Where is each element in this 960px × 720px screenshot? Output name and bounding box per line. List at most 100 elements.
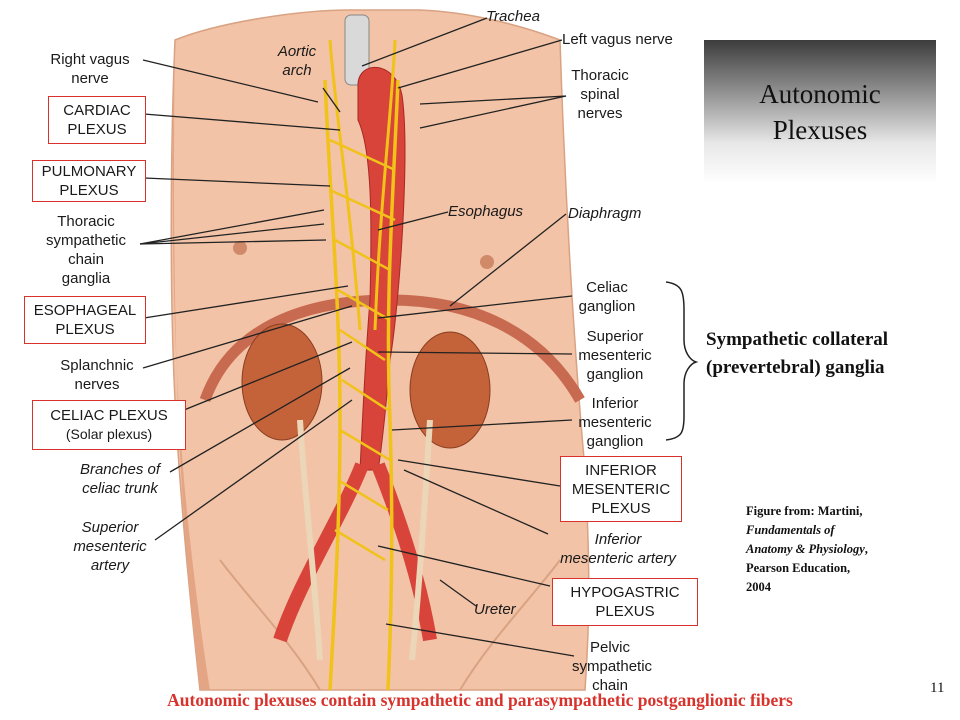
trachea-shape	[344, 14, 370, 86]
label-line: mesenteric	[578, 414, 652, 431]
box-esophageal-plexus: ESOPHAGEAL PLEXUS	[24, 296, 146, 344]
label-branches-celiac-trunk: Branches of celiac trunk	[70, 460, 170, 498]
label-line: Branches of	[79, 461, 161, 478]
citation-book-title: Fundamentals of	[746, 523, 835, 537]
footer-caption: Autonomic plexuses contain sympathetic a…	[167, 690, 793, 710]
label-line: Superior	[81, 519, 139, 536]
vagus-left-nerve	[328, 39, 362, 331]
label-line: mesenteric	[73, 538, 147, 555]
kidney-right	[409, 331, 491, 449]
label-line: PLEXUS	[591, 499, 651, 517]
box-pulmonary-plexus: PULMONARY PLEXUS	[32, 160, 146, 202]
label-diaphragm: Diaphragm	[568, 205, 642, 222]
citation-line: 2004	[746, 580, 771, 594]
label-line: ganglion	[586, 366, 644, 383]
label-line: chain	[592, 677, 628, 694]
box-celiac-plexus: CELIAC PLEXUS (Solar plexus)	[32, 400, 186, 450]
label-line: Aortic	[277, 43, 317, 60]
label-splanchnic-nerves: Splanchnic nerves	[52, 356, 142, 394]
label-line: (Solar plexus)	[65, 426, 153, 442]
label-line: sympathetic	[45, 232, 127, 249]
ureter-left	[297, 419, 323, 661]
sympathetic-chain-right	[386, 79, 400, 691]
label-line: CELIAC PLEXUS	[50, 407, 168, 424]
slide-title-line-1: Autonomic	[759, 79, 881, 109]
label-line: mesenteric artery	[560, 550, 676, 567]
label-line: Inferior	[591, 395, 639, 412]
figure-citation: Figure from: Martini, Fundamentals of An…	[746, 502, 936, 597]
label-line: PULMONARY	[41, 163, 137, 180]
pelvis-crease-left	[219, 559, 321, 691]
leader-lines	[139, 17, 575, 657]
citation-line: Pearson Education,	[746, 561, 851, 575]
sympathetic-chain-left	[323, 79, 342, 691]
label-superior-mesenteric-ganglion: Superior mesenteric ganglion	[570, 327, 660, 384]
collateral-ganglia-note: Sympathetic collateral (prevertebral) ga…	[706, 326, 956, 382]
nerve-web	[329, 138, 396, 562]
box-inferior-mesenteric-plexus: INFERIOR MESENTERIC PLEXUS	[560, 456, 682, 522]
label-esophagus: Esophagus	[448, 203, 524, 220]
label-trachea: Trachea	[486, 8, 540, 25]
label-inferior-mesenteric-artery: Inferior mesenteric artery	[548, 530, 688, 568]
label-line: Pelvic	[589, 639, 630, 656]
note-line: Sympathetic collateral	[706, 329, 889, 350]
label-line: mesenteric	[578, 347, 652, 364]
citation-line: Figure from: Martini,	[746, 504, 863, 518]
label-aortic-arch: Aortic arch	[270, 42, 324, 80]
label-thoracic-sympathetic-chain: Thoracic sympathetic chain ganglia	[36, 212, 136, 288]
box-cardiac-plexus: CARDIAC PLEXUS	[48, 96, 146, 144]
iliac-left	[273, 462, 369, 643]
label-line: artery	[90, 557, 130, 574]
label-line: Thoracic	[571, 67, 629, 84]
label-line: celiac trunk	[82, 480, 158, 497]
slide-title-box: Autonomic Plexuses	[704, 40, 936, 184]
label-line: PLEXUS	[59, 182, 119, 199]
label-line: sympathetic	[572, 658, 653, 675]
label-line: MESENTERIC	[571, 480, 671, 498]
label-inferior-mesenteric-ganglion: Inferior mesenteric ganglion	[570, 394, 660, 451]
label-line: PLEXUS	[55, 321, 115, 338]
label-line: Splanchnic	[60, 357, 134, 374]
nipple-left	[233, 241, 247, 255]
label-line: INFERIOR	[585, 461, 657, 479]
pelvis-crease-right	[459, 559, 561, 691]
citation-line: Anatomy & Physiology,	[746, 540, 936, 559]
label-right-vagus-nerve: Right vagus nerve	[40, 50, 140, 88]
note-line: (prevertebral) ganglia	[706, 357, 885, 378]
label-line: ganglion	[578, 298, 636, 315]
label-celiac-ganglion: Celiac ganglion	[572, 278, 642, 316]
label-line: CARDIAC	[63, 102, 131, 119]
kidney-left	[241, 323, 323, 441]
label-left-vagus-nerve: Left vagus nerve	[562, 31, 673, 48]
box-hypogastric-plexus: HYPOGASTRIC PLEXUS	[552, 578, 698, 626]
label-line: ESOPHAGEAL	[33, 302, 137, 319]
torso-shadow	[172, 40, 210, 690]
label-line: ganglion	[586, 433, 644, 450]
label-line: ganglia	[61, 270, 111, 287]
label-line: chain	[68, 251, 104, 268]
label-line: PLEXUS	[67, 121, 127, 138]
ureter-right	[409, 419, 433, 661]
ganglia-bracket	[665, 281, 699, 441]
label-line: Inferior	[594, 531, 642, 548]
label-line: arch	[282, 62, 312, 79]
label-line: Thoracic	[57, 213, 115, 230]
label-pelvic-sympathetic-chain: Pelvic sympathetic chain	[572, 638, 653, 695]
label-line: HYPOGASTRIC	[570, 584, 680, 601]
page-number: 11	[930, 680, 945, 696]
label-line: spinal	[580, 86, 620, 103]
label-line: Right vagus	[50, 51, 130, 68]
citation-line: Fundamentals of	[746, 521, 936, 540]
label-line: nerve	[71, 70, 109, 87]
citation-punct: ,	[864, 542, 868, 556]
label-thoracic-spinal-nerves: Thoracic spinal nerves	[562, 66, 638, 123]
label-line: nerves	[74, 376, 120, 393]
label-line: PLEXUS	[595, 603, 655, 620]
label-ureter: Ureter	[474, 601, 516, 618]
label-line: Superior	[586, 328, 644, 345]
slide-title-line-2: Plexuses	[772, 115, 868, 145]
label-line: nerves	[577, 105, 623, 122]
label-line: Celiac	[586, 279, 628, 296]
label-superior-mesenteric-artery: Superior mesenteric artery	[62, 518, 158, 575]
